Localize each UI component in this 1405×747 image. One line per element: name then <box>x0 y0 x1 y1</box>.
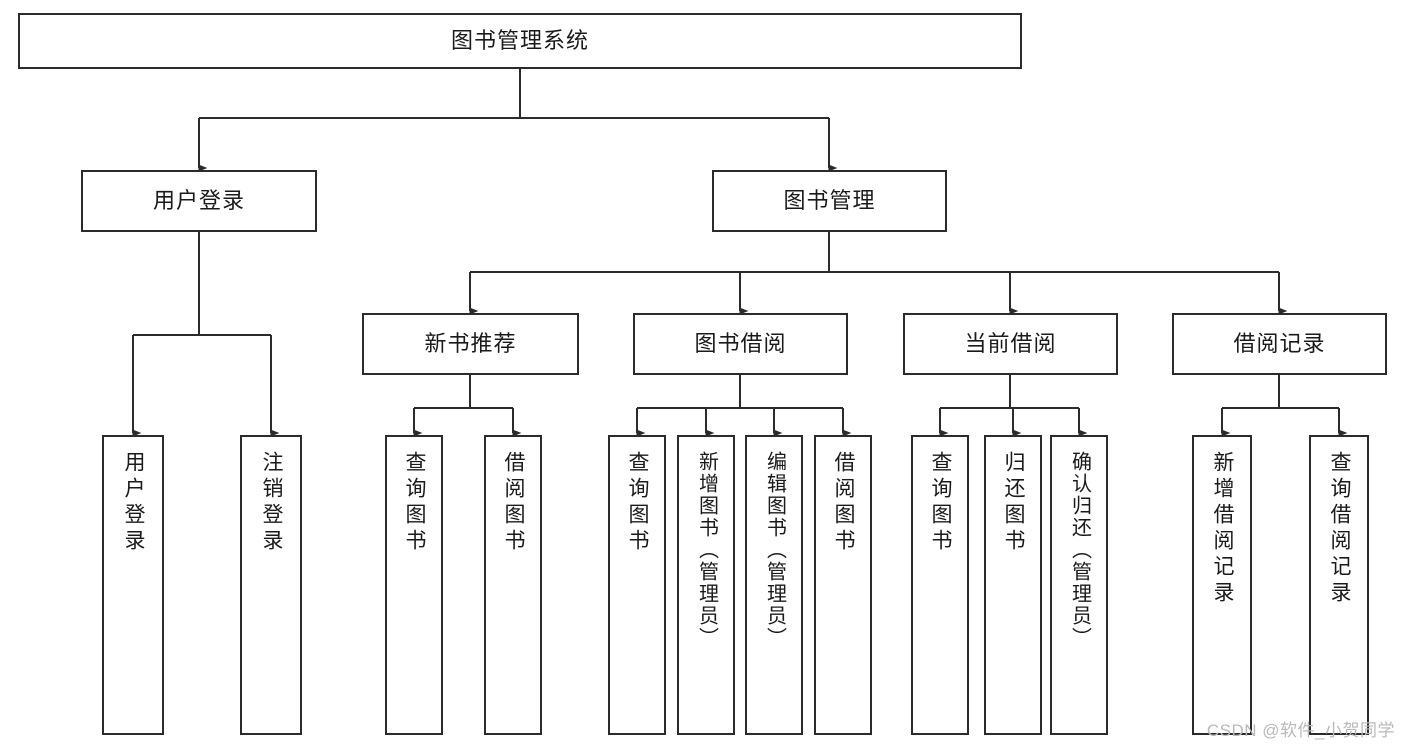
node-label: 借阅图书 <box>502 451 526 555</box>
node-label: 用户登录 <box>122 451 146 555</box>
node-label: 新增借阅记录 <box>1211 451 1235 607</box>
leaf-node-leaf-edit-book[interactable]: 编辑图书（管理员） <box>745 435 803 735</box>
leaf-node-leaf-return-book[interactable]: 归还图书 <box>984 435 1042 735</box>
node-label: 注销登录 <box>260 451 284 555</box>
leaf-node-leaf-user-login[interactable]: 用户登录 <box>102 435 164 735</box>
connector-lines <box>132 69 1348 437</box>
node-label: 借阅记录 <box>1233 331 1326 357</box>
leaf-node-leaf-add-record[interactable]: 新增借阅记录 <box>1192 435 1252 735</box>
node-root[interactable]: 图书管理系统 <box>18 13 1022 69</box>
node-label: 查询借阅记录 <box>1328 451 1352 607</box>
leaf-node-leaf-add-book[interactable]: 新增图书（管理员） <box>677 435 735 735</box>
node-label: 查询图书 <box>626 451 650 555</box>
node-current-borrow[interactable]: 当前借阅 <box>903 313 1118 375</box>
node-book-manage[interactable]: 图书管理 <box>712 170 947 232</box>
node-new-book-rec[interactable]: 新书推荐 <box>362 313 579 375</box>
node-label: 图书管理 <box>783 188 876 214</box>
leaf-node-leaf-query-book-2[interactable]: 查询图书 <box>608 435 666 735</box>
leaf-node-leaf-query-record[interactable]: 查询借阅记录 <box>1309 435 1369 735</box>
node-label: 编辑图书（管理员） <box>763 451 786 649</box>
node-label: 借阅图书 <box>832 451 856 555</box>
node-label: 查询图书 <box>929 451 953 555</box>
leaf-node-leaf-logout[interactable]: 注销登录 <box>240 435 302 735</box>
node-label: 新增图书（管理员） <box>695 451 718 649</box>
node-label: 归还图书 <box>1002 451 1026 555</box>
leaf-node-leaf-borrow-book-2[interactable]: 借阅图书 <box>814 435 872 735</box>
node-label: 图书管理系统 <box>450 28 589 54</box>
node-label: 新书推荐 <box>424 331 517 357</box>
leaf-node-leaf-query-book-3[interactable]: 查询图书 <box>911 435 969 735</box>
leaf-node-leaf-borrow-book-1[interactable]: 借阅图书 <box>484 435 542 735</box>
node-label: 确认归还（管理员） <box>1068 451 1091 649</box>
leaf-node-leaf-query-book-1[interactable]: 查询图书 <box>385 435 443 735</box>
node-label: 图书借阅 <box>694 331 787 357</box>
node-user-login[interactable]: 用户登录 <box>81 170 317 232</box>
node-label: 查询图书 <box>403 451 427 555</box>
node-label: 用户登录 <box>152 188 245 214</box>
node-book-borrow[interactable]: 图书借阅 <box>633 313 848 375</box>
node-label: 当前借阅 <box>964 331 1057 357</box>
node-borrow-record[interactable]: 借阅记录 <box>1172 313 1387 375</box>
leaf-node-leaf-confirm-return[interactable]: 确认归还（管理员） <box>1050 435 1108 735</box>
